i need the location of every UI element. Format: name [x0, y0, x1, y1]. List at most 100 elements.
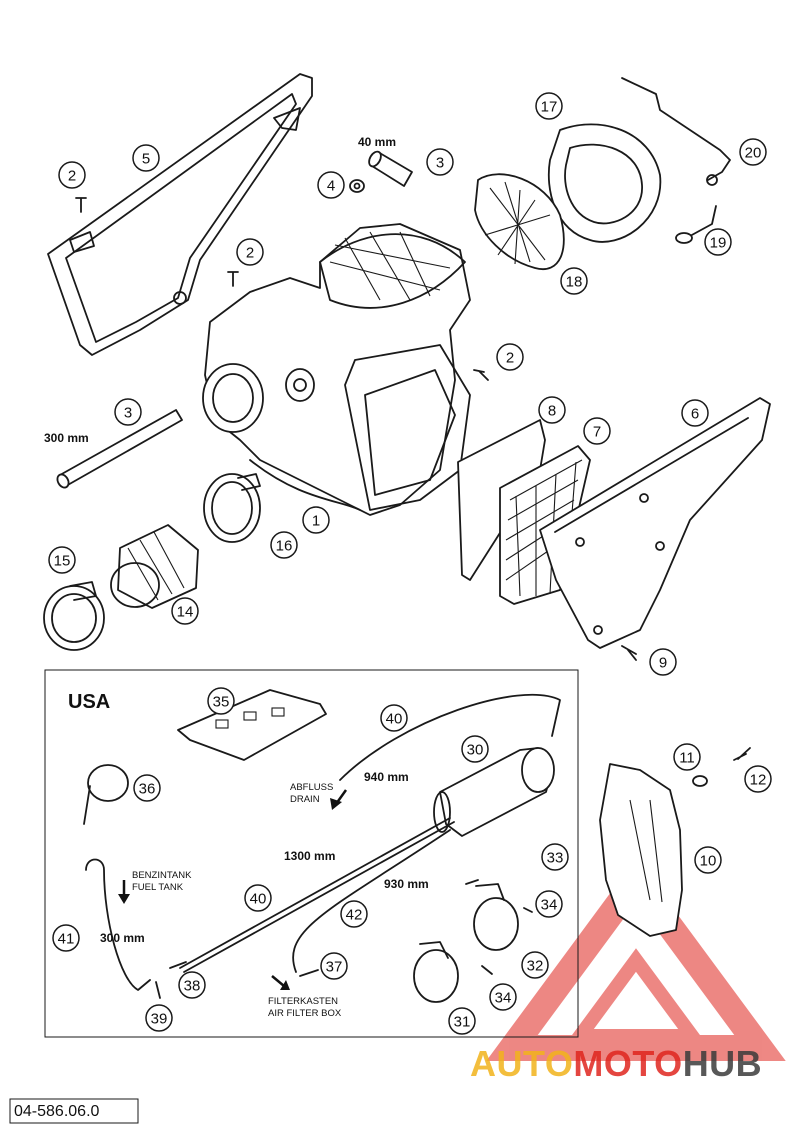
callout-38: 38 — [178, 971, 206, 999]
annotation-air-box-en: AIR FILTER BOX — [268, 1008, 342, 1019]
svg-text:30: 30 — [467, 742, 484, 759]
callout-33: 33 — [541, 843, 569, 871]
svg-text:AUTOMOTOHUB: AUTOMOTOHUB — [470, 1043, 762, 1084]
usa-section-label: USA — [68, 691, 110, 713]
part-16-hose-clamp — [203, 473, 261, 543]
svg-text:12: 12 — [750, 772, 767, 789]
part-31-clamp — [413, 941, 459, 1003]
svg-text:15: 15 — [54, 553, 71, 570]
svg-text:36: 36 — [139, 781, 156, 798]
part-2-screw-a — [75, 197, 87, 213]
part-17-air-filter-element — [547, 123, 662, 243]
part-2-screw-c — [473, 369, 489, 381]
part-4-grommet — [349, 179, 365, 193]
part-10-mud-flap — [599, 763, 683, 937]
part-30-charcoal-canister — [433, 747, 555, 837]
part-34-nut-upper — [523, 907, 533, 913]
callout-11: 11 — [673, 743, 701, 771]
part-14-intake-boot — [110, 524, 199, 609]
document-number: 04-586.06.0 — [14, 1103, 100, 1120]
svg-text:7: 7 — [593, 424, 601, 441]
svg-text:38: 38 — [184, 978, 201, 995]
svg-text:11: 11 — [679, 750, 695, 767]
callout-14: 14 — [171, 597, 199, 625]
svg-text:42: 42 — [346, 907, 363, 924]
svg-text:17: 17 — [541, 99, 558, 116]
part-36-cable-tie — [83, 764, 129, 825]
callout-18: 18 — [560, 267, 588, 295]
part-15-hose-clamp — [43, 581, 105, 651]
callout-34-a: 34 — [535, 890, 563, 918]
dim-hose-1300: 1300 mm — [284, 849, 335, 863]
callout-2-a: 2 — [58, 161, 86, 189]
callout-2-c: 2 — [496, 343, 524, 371]
dim-hose-short: 40 mm — [358, 135, 396, 149]
callout-32: 32 — [521, 951, 549, 979]
callout-35: 35 — [207, 687, 235, 715]
callout-30: 30 — [461, 735, 489, 763]
usa-kit-frame — [44, 669, 579, 1038]
dim-hose-930: 930 mm — [384, 877, 429, 891]
callout-16: 16 — [270, 531, 298, 559]
callout-3-b: 3 — [114, 398, 142, 426]
callout-7: 7 — [583, 417, 611, 445]
part-1-air-filter-box — [202, 223, 471, 516]
svg-text:5: 5 — [142, 151, 150, 168]
dim-hose-940: 940 mm — [364, 770, 409, 784]
part-42-hose-930 — [292, 829, 451, 973]
callout-41: 41 — [52, 924, 80, 952]
svg-text:2: 2 — [246, 245, 254, 262]
svg-text:14: 14 — [177, 604, 194, 621]
svg-text:18: 18 — [566, 274, 583, 291]
callout-17: 17 — [535, 92, 563, 120]
callout-1: 1 — [302, 506, 330, 534]
part-38-fitting — [169, 961, 187, 969]
svg-text:2: 2 — [68, 168, 76, 185]
callout-10: 10 — [694, 846, 722, 874]
svg-text:32: 32 — [527, 958, 544, 975]
annotation-air-box-de: FILTERKASTEN — [268, 996, 338, 1007]
part-32-clamp — [473, 883, 519, 951]
dim-hose-300-top: 300 mm — [44, 431, 89, 445]
part-3-short-hose — [368, 150, 413, 187]
document-number-box — [9, 1098, 139, 1124]
callout-31: 31 — [448, 1007, 476, 1035]
part-11-washer — [692, 775, 708, 787]
svg-text:33: 33 — [547, 850, 564, 867]
svg-text:9: 9 — [659, 655, 667, 672]
callout-19: 19 — [704, 228, 732, 256]
svg-text:20: 20 — [745, 145, 762, 162]
callout-40-b: 40 — [244, 884, 272, 912]
callout-6: 6 — [681, 399, 709, 427]
watermark-brand-hub: HUB — [683, 1043, 763, 1084]
svg-text:35: 35 — [213, 694, 230, 711]
watermark-logo — [486, 858, 786, 1061]
part-20-retaining-wire — [621, 77, 731, 186]
air-box-arrow — [271, 975, 290, 990]
dim-hose-300-usa: 300 mm — [100, 931, 145, 945]
callout-9: 9 — [649, 648, 677, 676]
part-3-long-hose — [56, 409, 183, 489]
callout-8: 8 — [538, 396, 566, 424]
svg-text:40: 40 — [250, 891, 267, 908]
part-6-right-side-cover — [539, 397, 771, 649]
part-9-screw — [621, 645, 637, 661]
svg-text:4: 4 — [327, 178, 335, 195]
svg-text:34: 34 — [495, 990, 512, 1007]
part-19-pin — [675, 205, 717, 244]
annotation-drain-de: ABFLUSS — [290, 782, 333, 793]
svg-text:6: 6 — [691, 406, 699, 423]
callout-5: 5 — [132, 144, 160, 172]
callout-2-b: 2 — [236, 238, 264, 266]
callout-20: 20 — [739, 138, 767, 166]
annotation-fuel-tank-en: FUEL TANK — [132, 882, 184, 893]
svg-text:41: 41 — [58, 931, 75, 948]
svg-text:8: 8 — [548, 403, 556, 420]
callout-42: 42 — [340, 900, 368, 928]
callout-40-a: 40 — [380, 704, 408, 732]
svg-text:37: 37 — [326, 959, 343, 976]
callout-37: 37 — [320, 952, 348, 980]
svg-text:19: 19 — [710, 235, 727, 252]
svg-text:40: 40 — [386, 711, 403, 728]
svg-text:16: 16 — [276, 538, 293, 555]
